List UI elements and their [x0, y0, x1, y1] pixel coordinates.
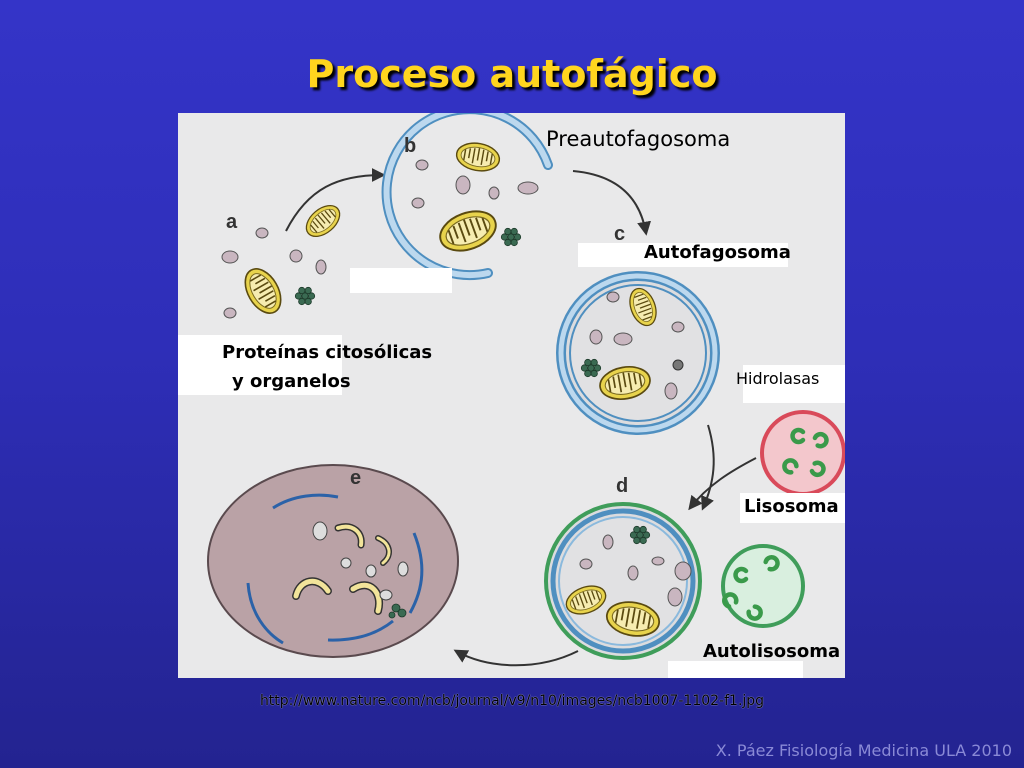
label-lisosoma: Lisosoma [744, 496, 839, 517]
label-proteinas-line1: Proteínas citosólicas [222, 342, 433, 363]
stage-e-degradation [207, 464, 459, 658]
label-patch [668, 661, 803, 678]
stage-letter-a: a [226, 211, 238, 233]
label-preautofagosoma: Preautofagosoma [546, 127, 731, 151]
slide-title: Proceso autofágico [306, 52, 718, 96]
autophagy-diagram: a b c d e Preautofagosoma Autofagosoma P… [178, 113, 845, 678]
lysosome [760, 410, 845, 496]
stage-c-autophagosome [556, 271, 720, 435]
stage-letter-e: e [350, 467, 362, 489]
stage-b-preautophagosome [381, 113, 553, 280]
stage-letter-c: c [614, 223, 626, 245]
label-patch [578, 243, 788, 267]
label-patch [740, 493, 845, 523]
label-patch [350, 268, 452, 293]
stage-d-autolysosome [544, 502, 805, 660]
source-url: http://www.nature.com/ncb/journal/v9/n10… [259, 693, 765, 709]
stage-letter-d: d [616, 475, 629, 497]
label-patch [178, 335, 342, 395]
diagram-illustration [207, 113, 845, 667]
stage-a-components [221, 198, 347, 321]
label-hidrolasas: Hidrolasas [736, 369, 820, 388]
label-proteinas-line2: y organelos [232, 371, 351, 392]
stage-letter-b: b [404, 135, 417, 157]
label-autolisosoma: Autolisosoma [703, 641, 841, 662]
footer-credit: X. Páez Fisiología Medicina ULA 2010 [715, 741, 1012, 760]
label-autofagosoma: Autofagosoma [644, 242, 791, 263]
label-patch [743, 365, 845, 403]
